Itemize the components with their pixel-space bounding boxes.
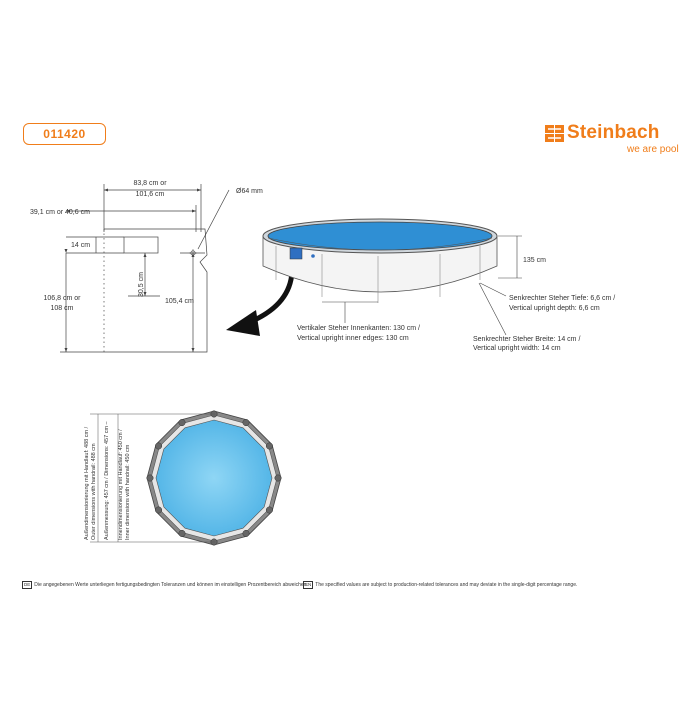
disclaimer-de: DE Die angegebenen Werte unterliegen fer… xyxy=(22,581,308,589)
outer-dimension-de: Außendimensionierung mit Handlauf: 488 c… xyxy=(84,426,90,540)
upright-width-label-de: Senkrechter Steher Breite: 14 cm / xyxy=(473,336,580,343)
article-number: 011420 xyxy=(43,127,86,141)
overall-height-label: 106,8 cm or xyxy=(44,295,82,302)
upright-post xyxy=(265,442,273,450)
upright-depth-label-en: Vertical upright depth: 6,6 cm xyxy=(509,305,600,312)
brand-name: Steinbach xyxy=(567,122,660,143)
upright-post xyxy=(155,506,163,514)
hole-height-label: 105,4 cm xyxy=(165,298,194,305)
steinbach-logo-icon xyxy=(545,125,564,142)
inner-edges-label-en: Vertical upright inner edges: 130 cm xyxy=(297,335,409,342)
pool-top-view xyxy=(146,410,282,546)
de-flag: DE xyxy=(22,581,33,589)
hole-diameter-label: Ø64 mm xyxy=(236,188,263,195)
depth-width-label: 39,1 cm or 40,6 cm xyxy=(30,209,90,216)
upright-width-label-en: Vertical upright width: 14 cm xyxy=(473,345,561,352)
upright-post xyxy=(242,529,250,537)
total-width-label: 83,8 cm or xyxy=(133,180,167,187)
inner-edges-label-de: Vertikaler Steher Innenkanten: 130 cm / xyxy=(297,325,420,332)
skimmer-icon xyxy=(289,247,315,260)
measure-dimension-de: Außenmessung: 457 cm / Dimensions: 457 c… xyxy=(104,420,110,540)
dimension-arrowheads xyxy=(64,188,201,352)
outer-dimension-en: Outer dimensions with handrail: 488 cm xyxy=(91,443,97,540)
brand-logo: Steinbach we are pool xyxy=(545,122,685,160)
upright-post xyxy=(146,474,154,482)
side-view-drawing xyxy=(60,184,230,353)
overall-height-label-2: 108 cm xyxy=(51,305,74,312)
brand-tagline: we are pool xyxy=(627,144,679,155)
pool-perspective-drawing xyxy=(262,218,498,303)
disclaimer-en-text: The specified values are subject to prod… xyxy=(315,582,578,588)
upright-post xyxy=(178,529,186,537)
cutout-height-label: 30,5 cm xyxy=(138,272,145,297)
upright-post xyxy=(242,419,250,427)
upright-post xyxy=(265,506,273,514)
total-width-label-2: 101,6 cm xyxy=(136,191,165,198)
top-offset-label: 14 cm xyxy=(71,242,90,249)
upright-depth-label-de: Senkrechter Steher Tiefe: 6,6 cm / xyxy=(509,295,615,302)
inner-dimension-de: Innendimensionierung mit Handlauf: 450 c… xyxy=(118,429,124,540)
upright-post xyxy=(178,419,186,427)
article-number-badge: 011420 xyxy=(23,123,106,145)
wall-height-label: 135 cm xyxy=(523,257,546,264)
top-view-dimension-lines xyxy=(90,413,215,543)
disclaimer-en: EN The specified values are subject to p… xyxy=(303,581,577,589)
en-flag: EN xyxy=(303,581,314,589)
curved-arrow-icon xyxy=(226,271,295,336)
disclaimer-de-text: Die angegebenen Werte unterliegen fertig… xyxy=(34,582,308,588)
pool-dimension-lines xyxy=(322,235,522,336)
upright-post xyxy=(274,474,282,482)
upright-post xyxy=(155,442,163,450)
inner-dimension-en: Inner dimensions with handrail: 450 cm xyxy=(125,444,131,540)
